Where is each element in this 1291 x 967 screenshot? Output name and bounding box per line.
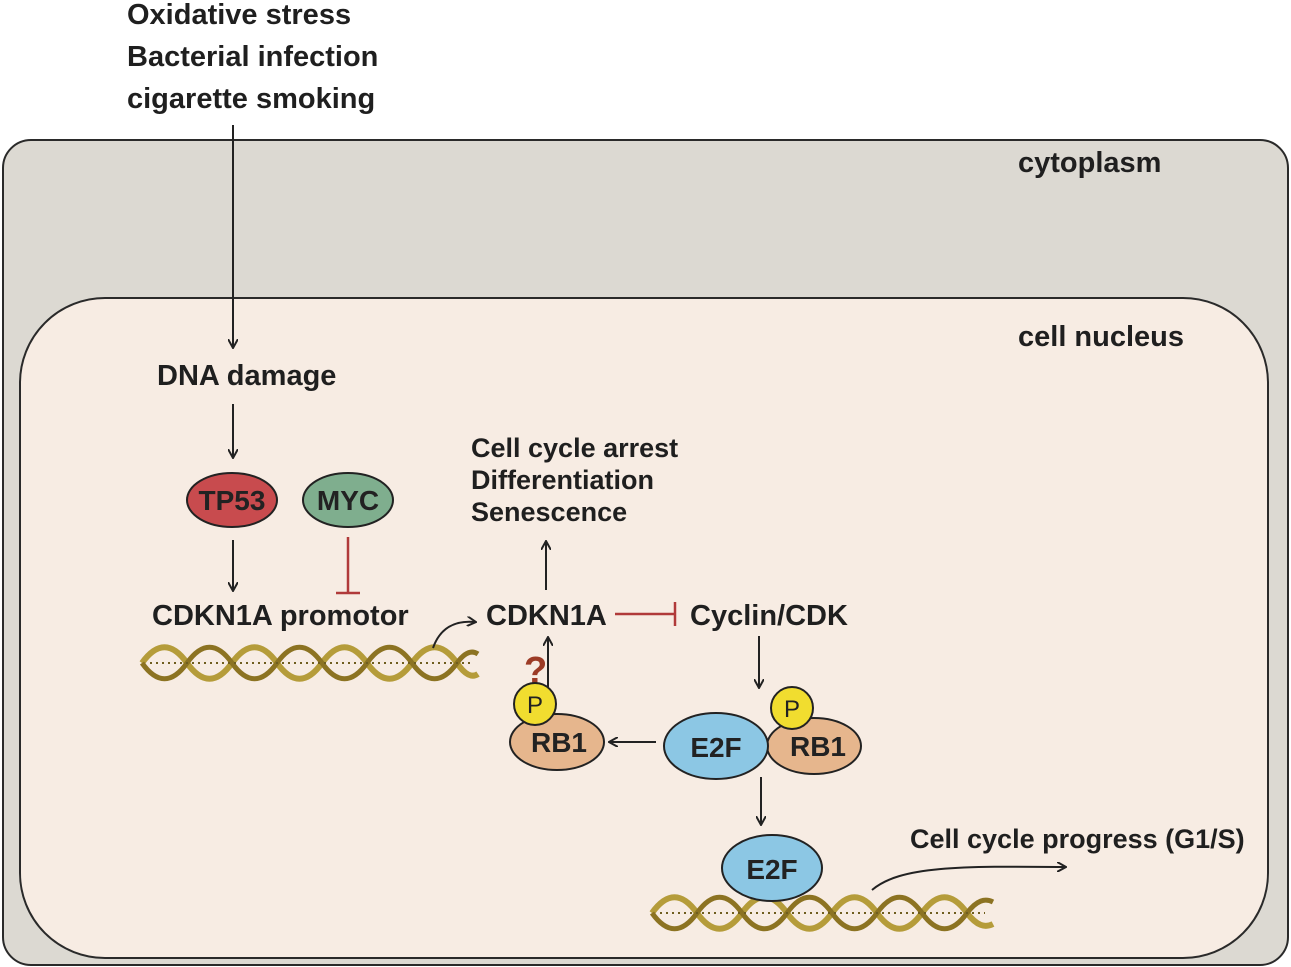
cytoplasm-label: cytoplasm	[1018, 147, 1161, 179]
nucleus-region	[19, 297, 1269, 959]
arrow-to-progress	[871, 867, 1065, 891]
myc-node	[302, 472, 394, 528]
question-mark: ?	[524, 650, 547, 692]
promotor-label: CDKN1A promotor	[152, 600, 409, 632]
stimulus-cigarette-smoking: cigarette smoking	[127, 83, 375, 115]
rb1-right-label: RB1	[790, 731, 846, 762]
dna-helix-left	[139, 644, 480, 682]
phospho-left-label: P	[527, 692, 543, 719]
phospho-left-node	[513, 682, 557, 726]
dna-helix-right	[649, 894, 995, 932]
arrow-promotor-to-cdkn1a	[432, 622, 475, 649]
outcome-senescence: Senescence	[471, 497, 627, 527]
dna-damage-label: DNA damage	[157, 360, 336, 392]
e2f-free-node	[721, 834, 823, 902]
e2f-free-label: E2F	[746, 854, 797, 885]
nucleus-label: cell nucleus	[1018, 321, 1184, 353]
stimulus-oxidative-stress: Oxidative stress	[127, 0, 351, 31]
cell-cycle-progress-label: Cell cycle progress (G1/S)	[910, 824, 1245, 854]
e2f-complex-label: E2F	[690, 732, 741, 763]
cdkn1a-label: CDKN1A	[486, 600, 607, 632]
myc-label: MYC	[317, 485, 379, 516]
tp53-node	[186, 472, 278, 528]
tp53-label: TP53	[199, 485, 266, 516]
myc-inhibition-line	[336, 537, 360, 595]
cyclin-cdk-label: Cyclin/CDK	[690, 600, 848, 632]
phospho-right-label: P	[784, 696, 800, 723]
phospho-right-node	[770, 686, 814, 730]
rb1-left-label: RB1	[531, 727, 587, 758]
e2f-complex-node	[663, 712, 769, 780]
stimulus-bacterial-infection: Bacterial infection	[127, 41, 378, 73]
rb1-left-node	[509, 713, 605, 771]
outcome-differentiation: Differentiation	[471, 465, 654, 495]
cdkn1a-inhibition-line	[615, 602, 677, 626]
outcome-cell-cycle-arrest: Cell cycle arrest	[471, 433, 678, 463]
